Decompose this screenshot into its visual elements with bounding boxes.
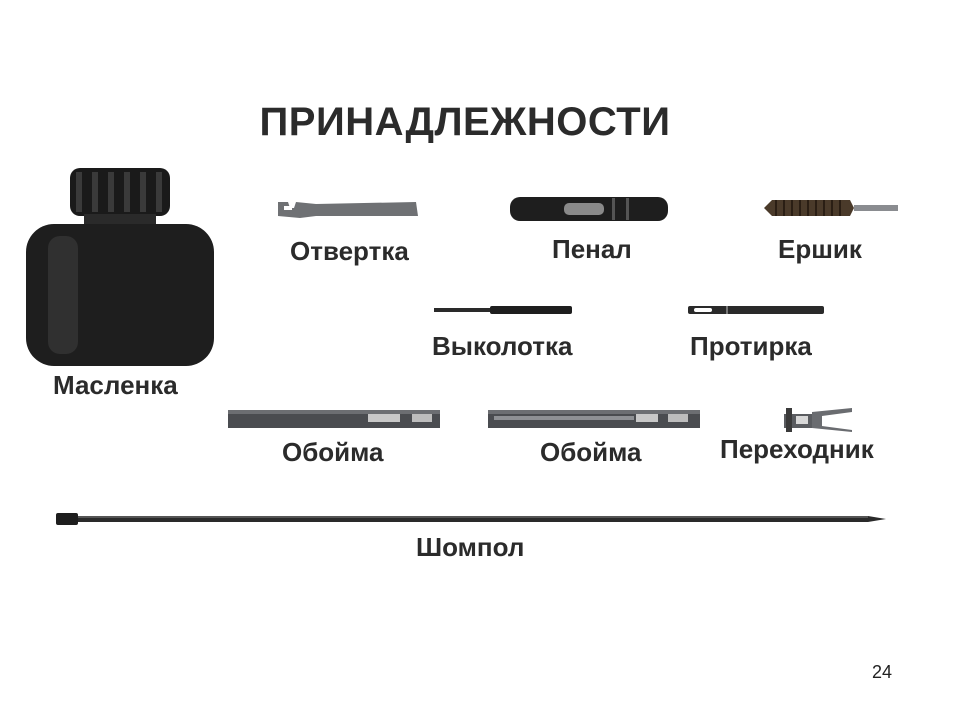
case-label: Пенал xyxy=(552,234,632,264)
slide-title: ПРИНАДЛЕЖНОСТИ xyxy=(259,100,671,144)
wiper-label: Протирка xyxy=(690,331,812,361)
oiler-label: Масленка xyxy=(53,370,178,400)
clip-2-image xyxy=(488,410,700,428)
cleaning-rod-image xyxy=(56,513,886,525)
drift-label: Выколотка xyxy=(432,331,573,361)
clip-2-label: Обойма xyxy=(540,437,642,467)
wiper-image xyxy=(688,306,824,314)
brush-image xyxy=(764,200,898,216)
screwdriver-label: Отвертка xyxy=(290,236,409,266)
cleaning-rod-label: Шомпол xyxy=(416,532,525,562)
brush-label: Ершик xyxy=(778,234,862,264)
case-image xyxy=(510,197,668,221)
adapter-image xyxy=(784,408,852,432)
drift-image xyxy=(434,306,572,314)
oiler-image xyxy=(26,168,214,366)
adapter-label: Переходник xyxy=(720,434,874,464)
clip-1-image xyxy=(228,410,440,428)
page-number: 24 xyxy=(872,662,893,682)
clip-1-label: Обойма xyxy=(282,437,384,467)
screwdriver-image xyxy=(278,202,418,218)
